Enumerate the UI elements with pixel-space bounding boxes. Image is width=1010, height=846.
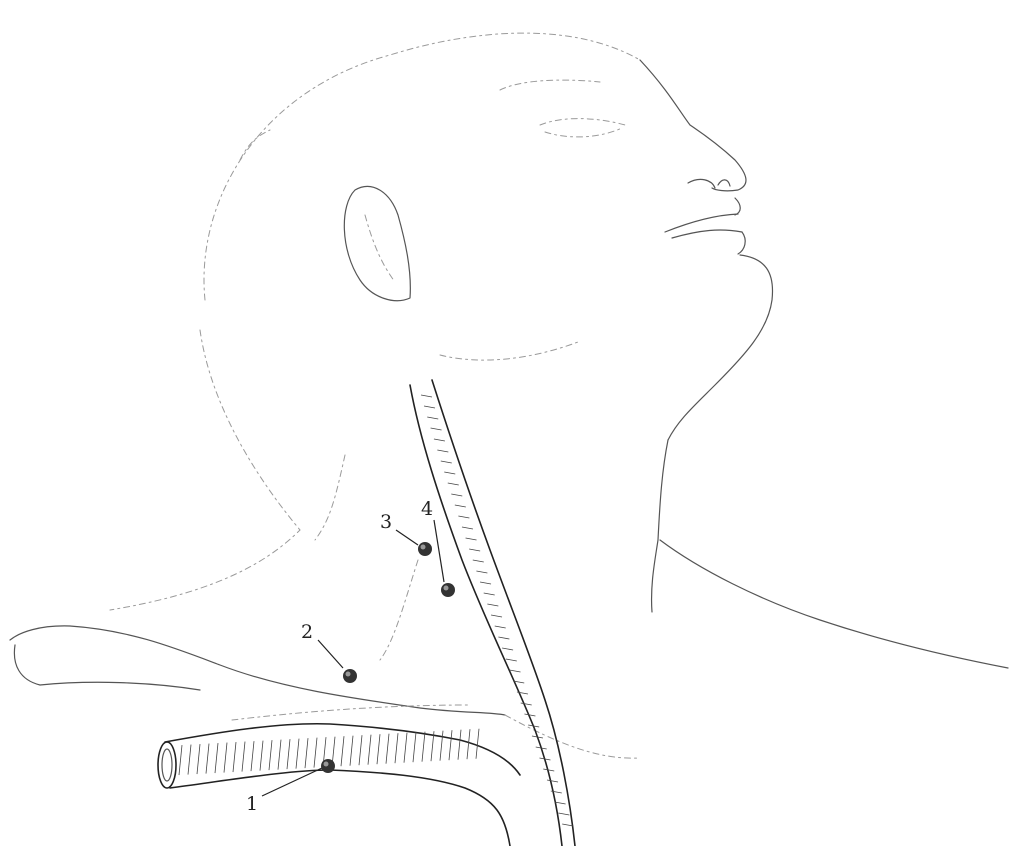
point-label-3: 3: [380, 511, 392, 533]
point-marker-1: 1: [246, 759, 335, 815]
point-label-2: 2: [301, 621, 313, 643]
neck-outline: [110, 330, 1008, 668]
point-marker-2: 2: [301, 621, 357, 683]
vertical-duct: [410, 380, 575, 846]
vertical-duct-hatching: [421, 395, 573, 826]
point-label-1: 1: [246, 793, 258, 815]
head-outline: [204, 33, 773, 440]
shoulder-outline: [10, 626, 640, 758]
horizontal-duct: [158, 724, 520, 846]
point-label-4: 4: [421, 498, 433, 520]
ear-outline: [344, 186, 410, 300]
